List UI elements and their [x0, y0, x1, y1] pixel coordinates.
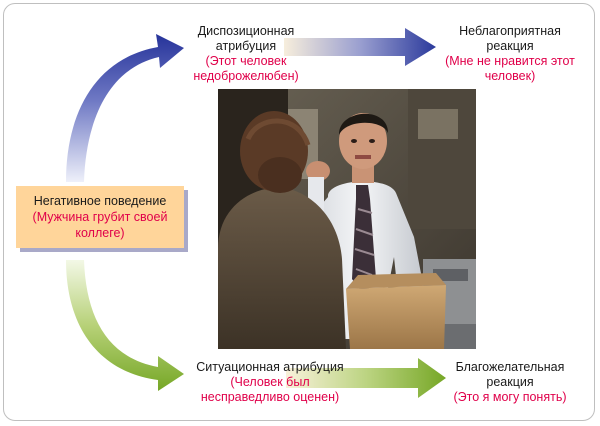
lower-curved-arrow — [66, 260, 184, 391]
situational-title: Ситуационная атрибуция — [196, 360, 344, 374]
situational-detail-line2: несправедливо оценен) — [200, 390, 340, 404]
dispositional-title-line2: атрибуция — [215, 39, 277, 53]
upper-curved-arrow — [66, 34, 184, 182]
situational-attribution-label: Ситуационная атрибуция (Человек был несп… — [180, 360, 360, 405]
favorable-reaction-label: Благожелательная реакция (Это я могу пон… — [440, 360, 580, 405]
situational-detail-line1: (Человек был — [230, 375, 310, 389]
upper-straight-arrow — [284, 28, 436, 66]
behavior-detail-line1: (Мужчина грубит своей — [32, 210, 168, 224]
favorable-detail: (Это я могу понять) — [453, 390, 567, 404]
behavior-title: Негативное поведение — [33, 194, 167, 208]
negative-behavior-box: Негативное поведение (Мужчина грубит сво… — [16, 186, 184, 248]
lower-straight-arrow — [286, 358, 446, 398]
unfavorable-reaction-label: Неблагоприятная реакция (Мне не нравится… — [440, 24, 580, 84]
unfavorable-title-line2: реакция — [486, 39, 534, 53]
dispositional-detail-line1: (Этот человек — [205, 54, 287, 68]
dispositional-attribution-label: Диспозиционная атрибуция (Этот человек н… — [188, 24, 304, 84]
favorable-title-line1: Благожелательная — [455, 360, 565, 374]
dispositional-detail-line2: недоброжелюбен) — [193, 69, 299, 83]
office-scene-illustration — [218, 89, 476, 349]
unfavorable-detail-line1: (Мне не нравится этот — [445, 54, 575, 68]
behavior-detail-line2: коллеге) — [75, 226, 125, 240]
favorable-title-line2: реакция — [486, 375, 534, 389]
unfavorable-title-line1: Неблагоприятная — [459, 24, 561, 38]
dispositional-title-line1: Диспозиционная — [197, 24, 295, 38]
office-scene-photo — [218, 89, 476, 349]
unfavorable-detail-line2: человек) — [484, 69, 536, 83]
